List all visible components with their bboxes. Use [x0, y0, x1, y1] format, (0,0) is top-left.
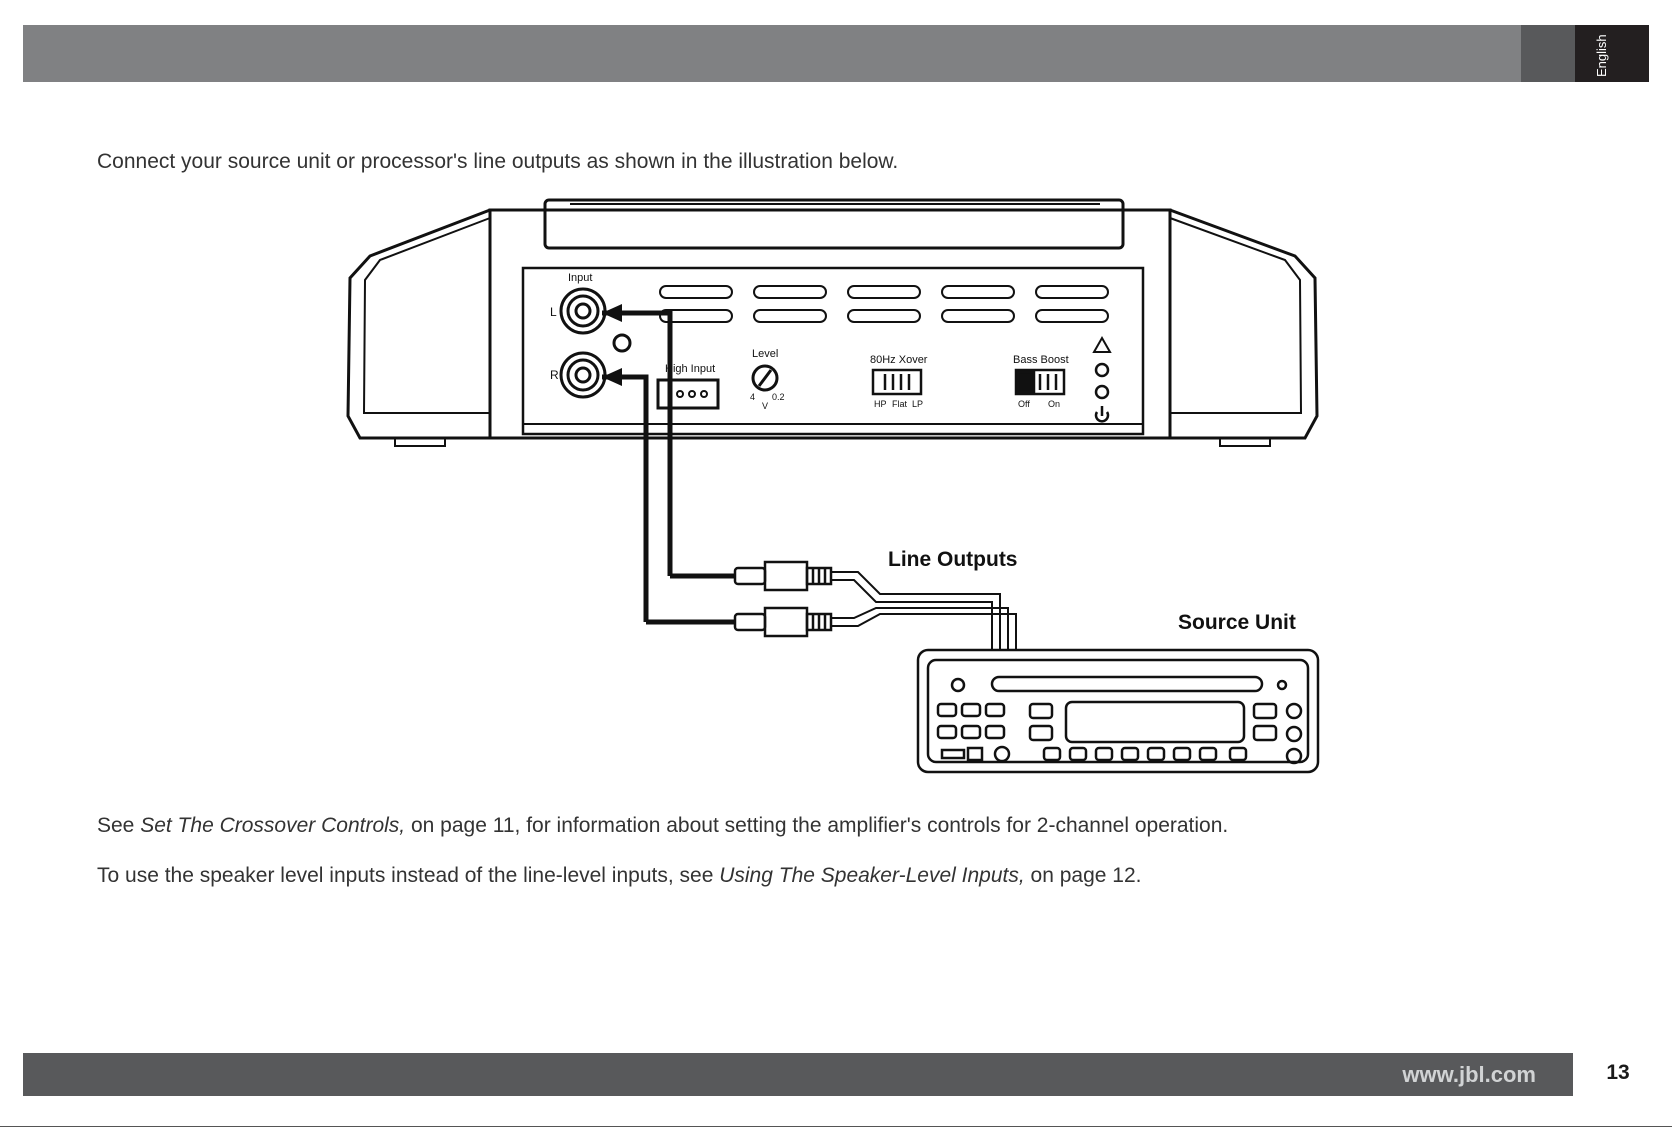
xover-option-hp: HP: [874, 399, 887, 409]
amplifier-right-wing: [1169, 208, 1319, 440]
source-unit: [916, 648, 1320, 774]
crossover-reference-text: See Set The Crossover Controls, on page …: [97, 814, 1228, 838]
connection-diagram: Input L R High Input Level 4 V 0.2 80Hz …: [346, 198, 1320, 774]
para1-prefix: See: [97, 814, 141, 837]
xover-option-flat: Flat: [892, 399, 908, 409]
language-tab-label: English: [1594, 34, 1609, 77]
bottom-rule: [0, 1126, 1672, 1127]
channel-right-label: R: [550, 368, 559, 382]
warning-icon: [1092, 335, 1112, 353]
high-input-terminal: [656, 378, 720, 410]
rca-plug-left: [733, 560, 833, 592]
level-min-label: 4: [750, 392, 755, 402]
status-led-2: [1094, 384, 1110, 400]
rca-jack-left: [559, 287, 607, 335]
level-label: Level: [752, 348, 778, 360]
status-led-1: [1094, 362, 1110, 378]
high-input-label: High Input: [665, 363, 715, 375]
line-output-cables: [831, 571, 1017, 650]
power-icon: [1094, 406, 1110, 423]
para2-suffix: on page 12.: [1024, 864, 1142, 887]
input-label: Input: [568, 272, 592, 284]
source-unit-label: Source Unit: [1178, 611, 1296, 634]
bass-boost-switch: [1014, 368, 1066, 396]
bass-boost-on-label: On: [1048, 399, 1060, 409]
language-tab[interactable]: [1575, 25, 1649, 82]
level-knob: [751, 364, 779, 392]
line-outputs-label: Line Outputs: [888, 548, 1018, 571]
xover-option-lp: LP: [912, 399, 923, 409]
intro-text: Connect your source unit or processor's …: [97, 150, 899, 173]
website-link[interactable]: www.jbl.com: [1402, 1062, 1536, 1087]
crossover-link[interactable]: Set The Crossover Controls,: [140, 814, 406, 837]
xover-label: 80Hz Xover: [870, 354, 928, 366]
amplifier-left-wing: [346, 208, 491, 440]
level-unit-label: V: [762, 401, 768, 411]
vent-slots: [659, 285, 1109, 323]
speaker-level-link[interactable]: Using The Speaker-Level Inputs,: [719, 864, 1025, 887]
page-number: 13: [1606, 1061, 1630, 1084]
amplifier-front-panel: [521, 266, 1145, 436]
speaker-level-reference-text: To use the speaker level inputs instead …: [97, 864, 1141, 888]
channel-left-label: L: [550, 305, 557, 319]
header-bar-accent: [1521, 25, 1575, 82]
bass-boost-label: Bass Boost: [1013, 354, 1069, 366]
para2-prefix: To use the speaker level inputs instead …: [97, 864, 720, 887]
level-max-label: 0.2: [772, 392, 785, 402]
footer-bar: [23, 1053, 1573, 1096]
rca-jack-right: [559, 351, 607, 399]
cable-right: [602, 374, 649, 622]
amplifier-top-plate: [543, 198, 1125, 250]
xover-switch: [871, 368, 923, 396]
header-bar: [23, 25, 1521, 82]
bass-boost-off-label: Off: [1018, 399, 1030, 409]
para1-suffix: on page 11, for information about settin…: [405, 814, 1229, 837]
rca-plug-right: [733, 606, 833, 638]
cable-left: [602, 310, 673, 576]
indicator-hole: [612, 333, 632, 353]
